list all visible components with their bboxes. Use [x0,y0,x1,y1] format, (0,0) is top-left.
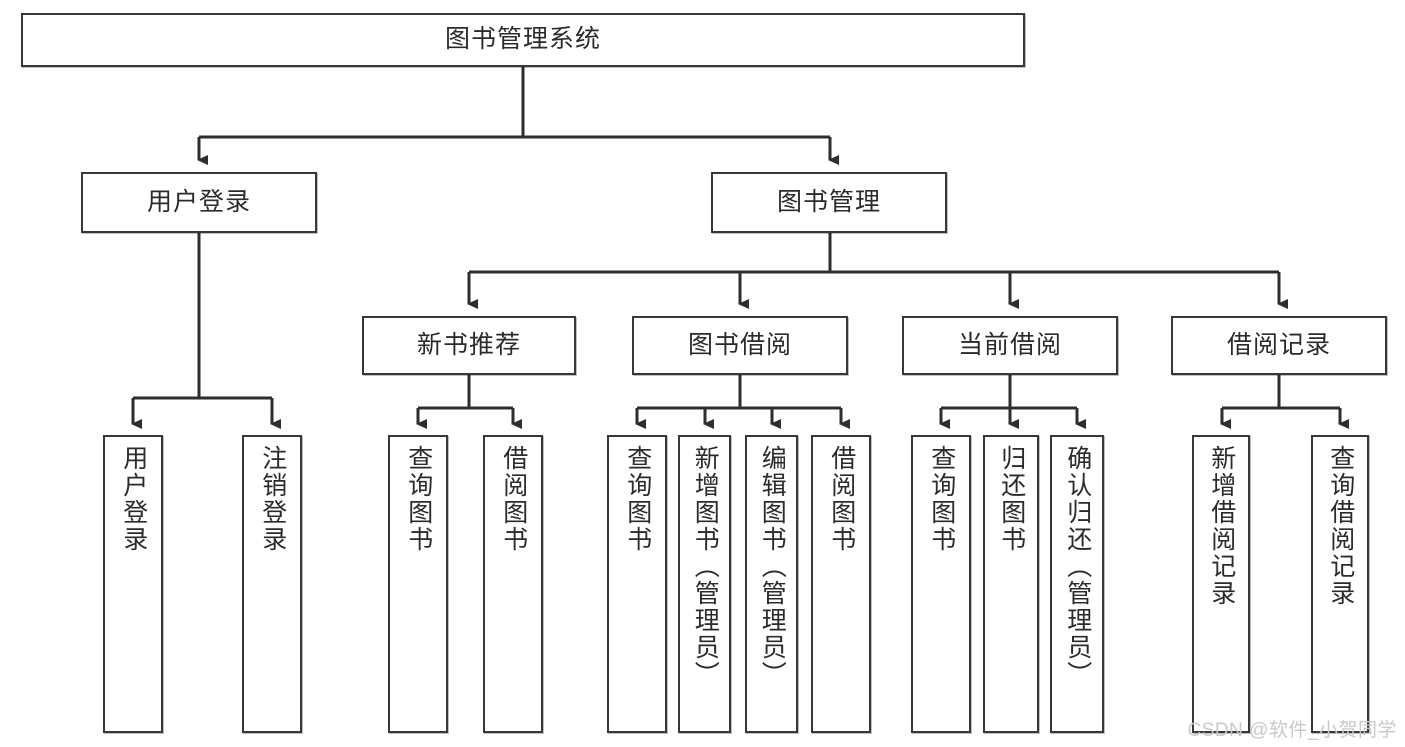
node-label: 查询图书 [404,445,433,553]
node-leaf-borrow-book[interactable]: 借阅图书 [811,435,871,733]
node-label: 图书借阅 [687,330,792,359]
node-label: 归还图书 [997,445,1026,553]
node-label: 编辑图书（管理员） [758,445,787,688]
node-label: 用户登录 [119,445,148,553]
node-label: 借阅图书 [827,445,856,553]
node-leaf-query-book-borrow[interactable]: 查询图书 [607,435,667,733]
node-label: 查询图书 [623,445,652,553]
node-label: 注销登录 [258,445,287,553]
node-leaf-query-book-recommend[interactable]: 查询图书 [388,435,448,733]
node-leaf-return-book[interactable]: 归还图书 [983,435,1039,733]
node-leaf-query-book-current[interactable]: 查询图书 [911,435,971,733]
node-label: 查询图书 [927,445,956,553]
node-label: 借阅图书 [499,445,528,553]
node-label: 当前借阅 [957,330,1062,359]
node-root-book-management-system[interactable]: 图书管理系统 [21,13,1025,67]
node-leaf-confirm-return-admin[interactable]: 确认归还（管理员） [1050,435,1104,733]
node-new-book-recommend[interactable]: 新书推荐 [362,316,576,375]
node-leaf-edit-book-admin[interactable]: 编辑图书（管理员） [745,435,798,733]
node-label: 新增借阅记录 [1207,445,1236,607]
node-leaf-query-borrow-record[interactable]: 查询借阅记录 [1311,435,1369,733]
node-label: 新增图书（管理员） [691,445,720,688]
node-label: 借阅记录 [1226,330,1331,359]
node-leaf-logout-login[interactable]: 注销登录 [242,435,302,733]
node-label: 用户登录 [146,187,251,216]
node-leaf-add-book-admin[interactable]: 新增图书（管理员） [678,435,731,733]
node-label: 新书推荐 [416,330,521,359]
node-leaf-borrow-book-recommend[interactable]: 借阅图书 [483,435,543,733]
node-user-login[interactable]: 用户登录 [81,172,317,233]
node-label: 查询借阅记录 [1326,445,1355,607]
node-label: 图书管理系统 [444,25,601,54]
node-borrow-record[interactable]: 借阅记录 [1171,316,1387,375]
node-label: 确认归还（管理员） [1063,445,1092,688]
node-leaf-add-borrow-record[interactable]: 新增借阅记录 [1192,435,1250,733]
node-label: 图书管理 [776,187,881,216]
node-leaf-user-login[interactable]: 用户登录 [103,435,163,733]
watermark: CSDN @软件_小贺同学 [1187,720,1397,741]
node-book-borrow[interactable]: 图书借阅 [632,316,848,375]
node-current-borrow[interactable]: 当前借阅 [902,316,1118,375]
node-book-management[interactable]: 图书管理 [711,172,947,233]
